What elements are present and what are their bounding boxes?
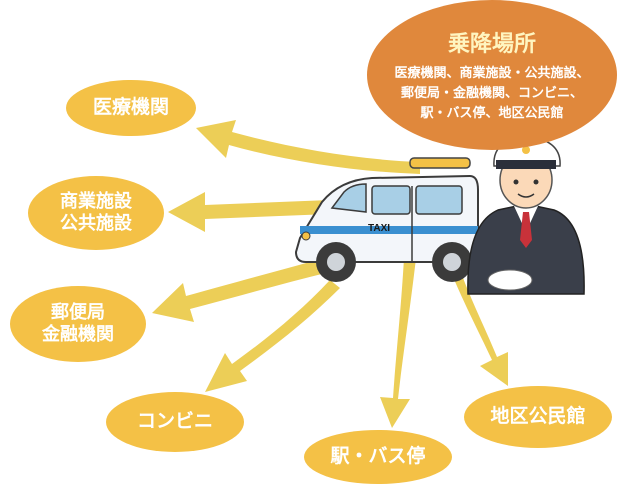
- destination-label: 地区公民館: [490, 405, 586, 428]
- driver-gloves: [487, 269, 533, 291]
- taxi-sign-text: TAXI: [368, 223, 390, 234]
- destination-community-center: 地区公民館: [464, 386, 612, 448]
- destination-medical: 医療機関: [66, 80, 196, 136]
- taxi-roof-sign-base: [409, 157, 471, 169]
- taxi-window-rear: [415, 185, 463, 215]
- pickup-detail-line: 郵便局・金融機関、コンビニ、: [400, 85, 583, 101]
- destination-label: 医療機関: [92, 96, 169, 119]
- arrow-post: [152, 258, 330, 322]
- arrow-convenience: [205, 280, 340, 392]
- destination-post-finance: 郵便局 金融機関: [10, 286, 146, 362]
- taxi-window-front: [330, 183, 367, 213]
- pickup-title: 乗降場所: [447, 31, 536, 57]
- driver-tie: [520, 212, 532, 248]
- arrow-medical: [196, 120, 420, 174]
- arrows: [152, 120, 508, 428]
- taxi: [294, 157, 479, 282]
- taxi-window-mid: [371, 185, 411, 215]
- destination-label: 商業施設: [60, 190, 132, 212]
- pickup-location-bubble: 乗降場所 医療機関、商業施設・公共施設、 郵便局・金融機関、コンビニ、 駅・バス…: [367, 0, 617, 150]
- destination-commercial-public: 商業施設 公共施設: [28, 176, 164, 250]
- pickup-detail-line: 医療機関、商業施設・公共施設、: [394, 65, 590, 81]
- pickup-detail-line: 駅・バス停、地区公民館: [420, 106, 564, 122]
- driver: [467, 135, 585, 295]
- destination-label: 郵便局: [51, 301, 105, 323]
- arrow-community: [446, 258, 508, 386]
- destination-convenience-store: コンビニ: [106, 392, 244, 452]
- destination-label: 駅・バス停: [330, 445, 426, 468]
- arrow-commercial: [168, 192, 330, 232]
- pickup-detail: 医療機関、商業施設・公共施設、 郵便局・金融機関、コンビニ、 駅・バス停、地区公…: [394, 64, 589, 124]
- destination-label: 公共施設: [60, 213, 132, 234]
- taxi-stripe: [300, 226, 478, 234]
- destination-label: 金融機関: [42, 324, 114, 345]
- taxi-headlight: [301, 231, 311, 241]
- destination-label: コンビニ: [136, 410, 213, 433]
- arrow-station: [380, 258, 416, 428]
- destination-station-bus-stop: 駅・バス停: [304, 430, 452, 484]
